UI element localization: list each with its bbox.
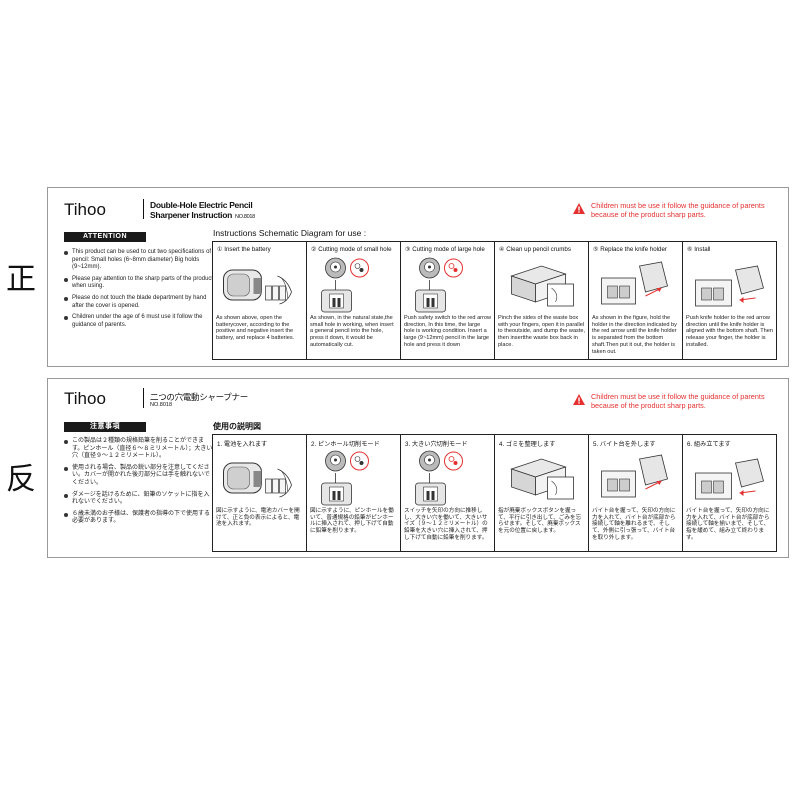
model-number: NO.8018 [235, 214, 255, 220]
waste-box-icon [499, 256, 584, 314]
attention-label: 注意事項 [64, 422, 146, 432]
knife-holder-remove-icon [593, 256, 678, 314]
title-divider [143, 199, 144, 219]
step-heading: ④ Clean up pencil crumbs [499, 246, 571, 253]
step-heading: ① Insert the battery [217, 246, 271, 253]
step-panel-4: 4. ゴミを整理します 指が廃棄ボックスボタンを握って、平行に引き出して、ごみを… [494, 435, 588, 551]
schematic-title: Instructions Schematic Diagram for use : [213, 228, 367, 238]
step-heading: 5. バイト台を外します [593, 441, 656, 448]
step-heading: 2. ピンホール切削モード [311, 441, 380, 448]
attention-list: This product can be used to cut two spec… [64, 249, 214, 333]
step-description: As shown in the figure, hold the holder … [592, 315, 677, 355]
step-panel-4: ④ Clean up pencil crumbs Pinch the sides… [494, 242, 588, 359]
step-description: Push knife holder to the red arrow direc… [686, 315, 773, 348]
small-hole-mode-icon [311, 256, 396, 314]
brand-logo: Tihoo [64, 200, 106, 219]
brand-logo: Tihoo [64, 389, 106, 408]
attention-item: ダメージを話けるために、鉛筆のソケットに指を入れないでください。 [64, 492, 214, 507]
knife-holder-install-icon [687, 449, 772, 507]
attention-label: ATTENTION [64, 232, 146, 242]
product-title-line1: 二つの穴電動シャープナー [150, 392, 248, 402]
step-heading: ⑥ Install [687, 246, 711, 253]
attention-item: Please pay attention to the sharp parts … [64, 276, 214, 291]
product-title-line1: Double-Hole Electric Pencil [150, 200, 253, 210]
steps-grid: 1. 電池を入れます 図に示すように、電池カバーを開けて、正と負の表示によると、… [212, 434, 777, 552]
step-panel-6: 6. 組み立てます バイト台を握って、矢印の方向に力を入れて、バイト台が底部から… [682, 435, 776, 551]
step-panel-5: 5. バイト台を外します バイト台を握って、矢印の方向に力を入れて、バイト台が底… [588, 435, 682, 551]
safety-warning: Children must be use it follow the guida… [573, 392, 776, 410]
attention-item: This product can be used to cut two spec… [64, 249, 214, 272]
step-description: Pinch the sides of the waste box with yo… [498, 315, 586, 348]
model-number: NO.8018 [150, 402, 173, 408]
step-description: As shown above, open the batterycover, a… [216, 315, 295, 342]
step-heading: 1. 電池を入れます [217, 441, 268, 448]
step-panel-5: ⑤ Replace the knife holder As shown in t… [588, 242, 682, 359]
side-label-back: 反 [6, 462, 36, 497]
warning-triangle-icon [573, 394, 585, 405]
attention-item: Children under the age of 6 must use it … [64, 314, 214, 329]
step-panel-3: ③ Cutting mode of large hole Push safety… [400, 242, 494, 359]
safety-warning: Children must be use it follow the guida… [573, 201, 776, 219]
step-description: スイッチを矢印の方向に推移しし、大きい穴を働いて、大きいサイズ（９～１２ミリメー… [404, 508, 488, 541]
instruction-sheet-japanese: Tihoo 二つの穴電動シャープナー NO.8018 Children must… [47, 378, 789, 558]
step-description: 指が廃棄ボックスボタンを握って、平行に引き出して、ごみを忘らせます。そして、廃棄… [498, 508, 582, 535]
product-title-line2: Sharpener Instruction [150, 210, 233, 220]
step-panel-2: 2. ピンホール切削モード 図に示すように、ピンホールを働いて、普通規格の鉛筆が… [306, 435, 400, 551]
steps-grid: ① Insert the battery As shown above, ope… [212, 241, 777, 360]
attention-item: Please do not touch the blade department… [64, 295, 214, 310]
waste-box-icon [499, 449, 584, 507]
step-panel-6: ⑥ Install Push knife holder to the red a… [682, 242, 776, 359]
step-description: Push safety switch to the red arrow dire… [404, 315, 492, 348]
warning-text: Children must be use it follow the guida… [591, 392, 765, 410]
instruction-sheet-english: Tihoo Double-Hole Electric Pencil Sharpe… [47, 187, 789, 367]
step-heading: 4. ゴミを整理します [499, 441, 556, 448]
small-hole-mode-icon [311, 449, 396, 507]
step-heading: 3. 大きい穴切削モード [405, 441, 468, 448]
battery-install-icon [217, 449, 302, 507]
step-panel-1: 1. 電池を入れます 図に示すように、電池カバーを開けて、正と負の表示によると、… [213, 435, 306, 551]
attention-list: この製品は２種類の規格鉛筆を削ることができます。ピンホール（直径６～８ミリメート… [64, 438, 214, 530]
step-description: As shown, in the natural state,the small… [310, 315, 394, 348]
step-heading: ③ Cutting mode of large hole [405, 246, 485, 253]
schematic-title: 使用の説明図 [213, 422, 261, 431]
side-label-front: 正 [6, 262, 36, 297]
warning-triangle-icon [573, 203, 585, 214]
step-description: バイト台を握って、矢印の方向に力を入れて、バイト台が底部から接続して軸を離れるま… [592, 508, 676, 541]
large-hole-mode-icon [405, 256, 490, 314]
attention-item: 使用される場合、製品の鋭い部分を注意してください。カバーが開かれた後刃部分には手… [64, 465, 214, 488]
large-hole-mode-icon [405, 449, 490, 507]
warning-text: Children must be use it follow the guida… [591, 201, 765, 219]
step-heading: 6. 組み立てます [687, 441, 731, 448]
title-divider [143, 388, 144, 408]
step-description: バイト台を握って、矢印の方向に力を入れて、バイト台が底部から接続して軸を揃いまで… [686, 508, 770, 541]
step-heading: ⑤ Replace the knife holder [593, 246, 667, 253]
attention-item: この製品は２種類の規格鉛筆を削ることができます。ピンホール（直径６～８ミリメート… [64, 438, 214, 461]
step-panel-3: 3. 大きい穴切削モード スイッチを矢印の方向に推移しし、大きい穴を働いて、大き… [400, 435, 494, 551]
step-description: 図に示すように、電池カバーを開けて、正と負の表示によると、電池を入れます。 [216, 508, 300, 528]
step-panel-2: ② Cutting mode of small hole As shown, i… [306, 242, 400, 359]
step-panel-1: ① Insert the battery As shown above, ope… [213, 242, 306, 359]
step-description: 図に示すように、ピンホールを働いて、普通規格の鉛筆がピンホールに挿入されて、押し… [310, 508, 394, 535]
attention-item: ６歳未満のお子様は、保護者の指導の下で使用する必要があります。 [64, 511, 214, 526]
step-heading: ② Cutting mode of small hole [311, 246, 392, 253]
knife-holder-remove-icon [593, 449, 678, 507]
knife-holder-install-icon [687, 256, 772, 314]
battery-install-icon [217, 256, 302, 314]
